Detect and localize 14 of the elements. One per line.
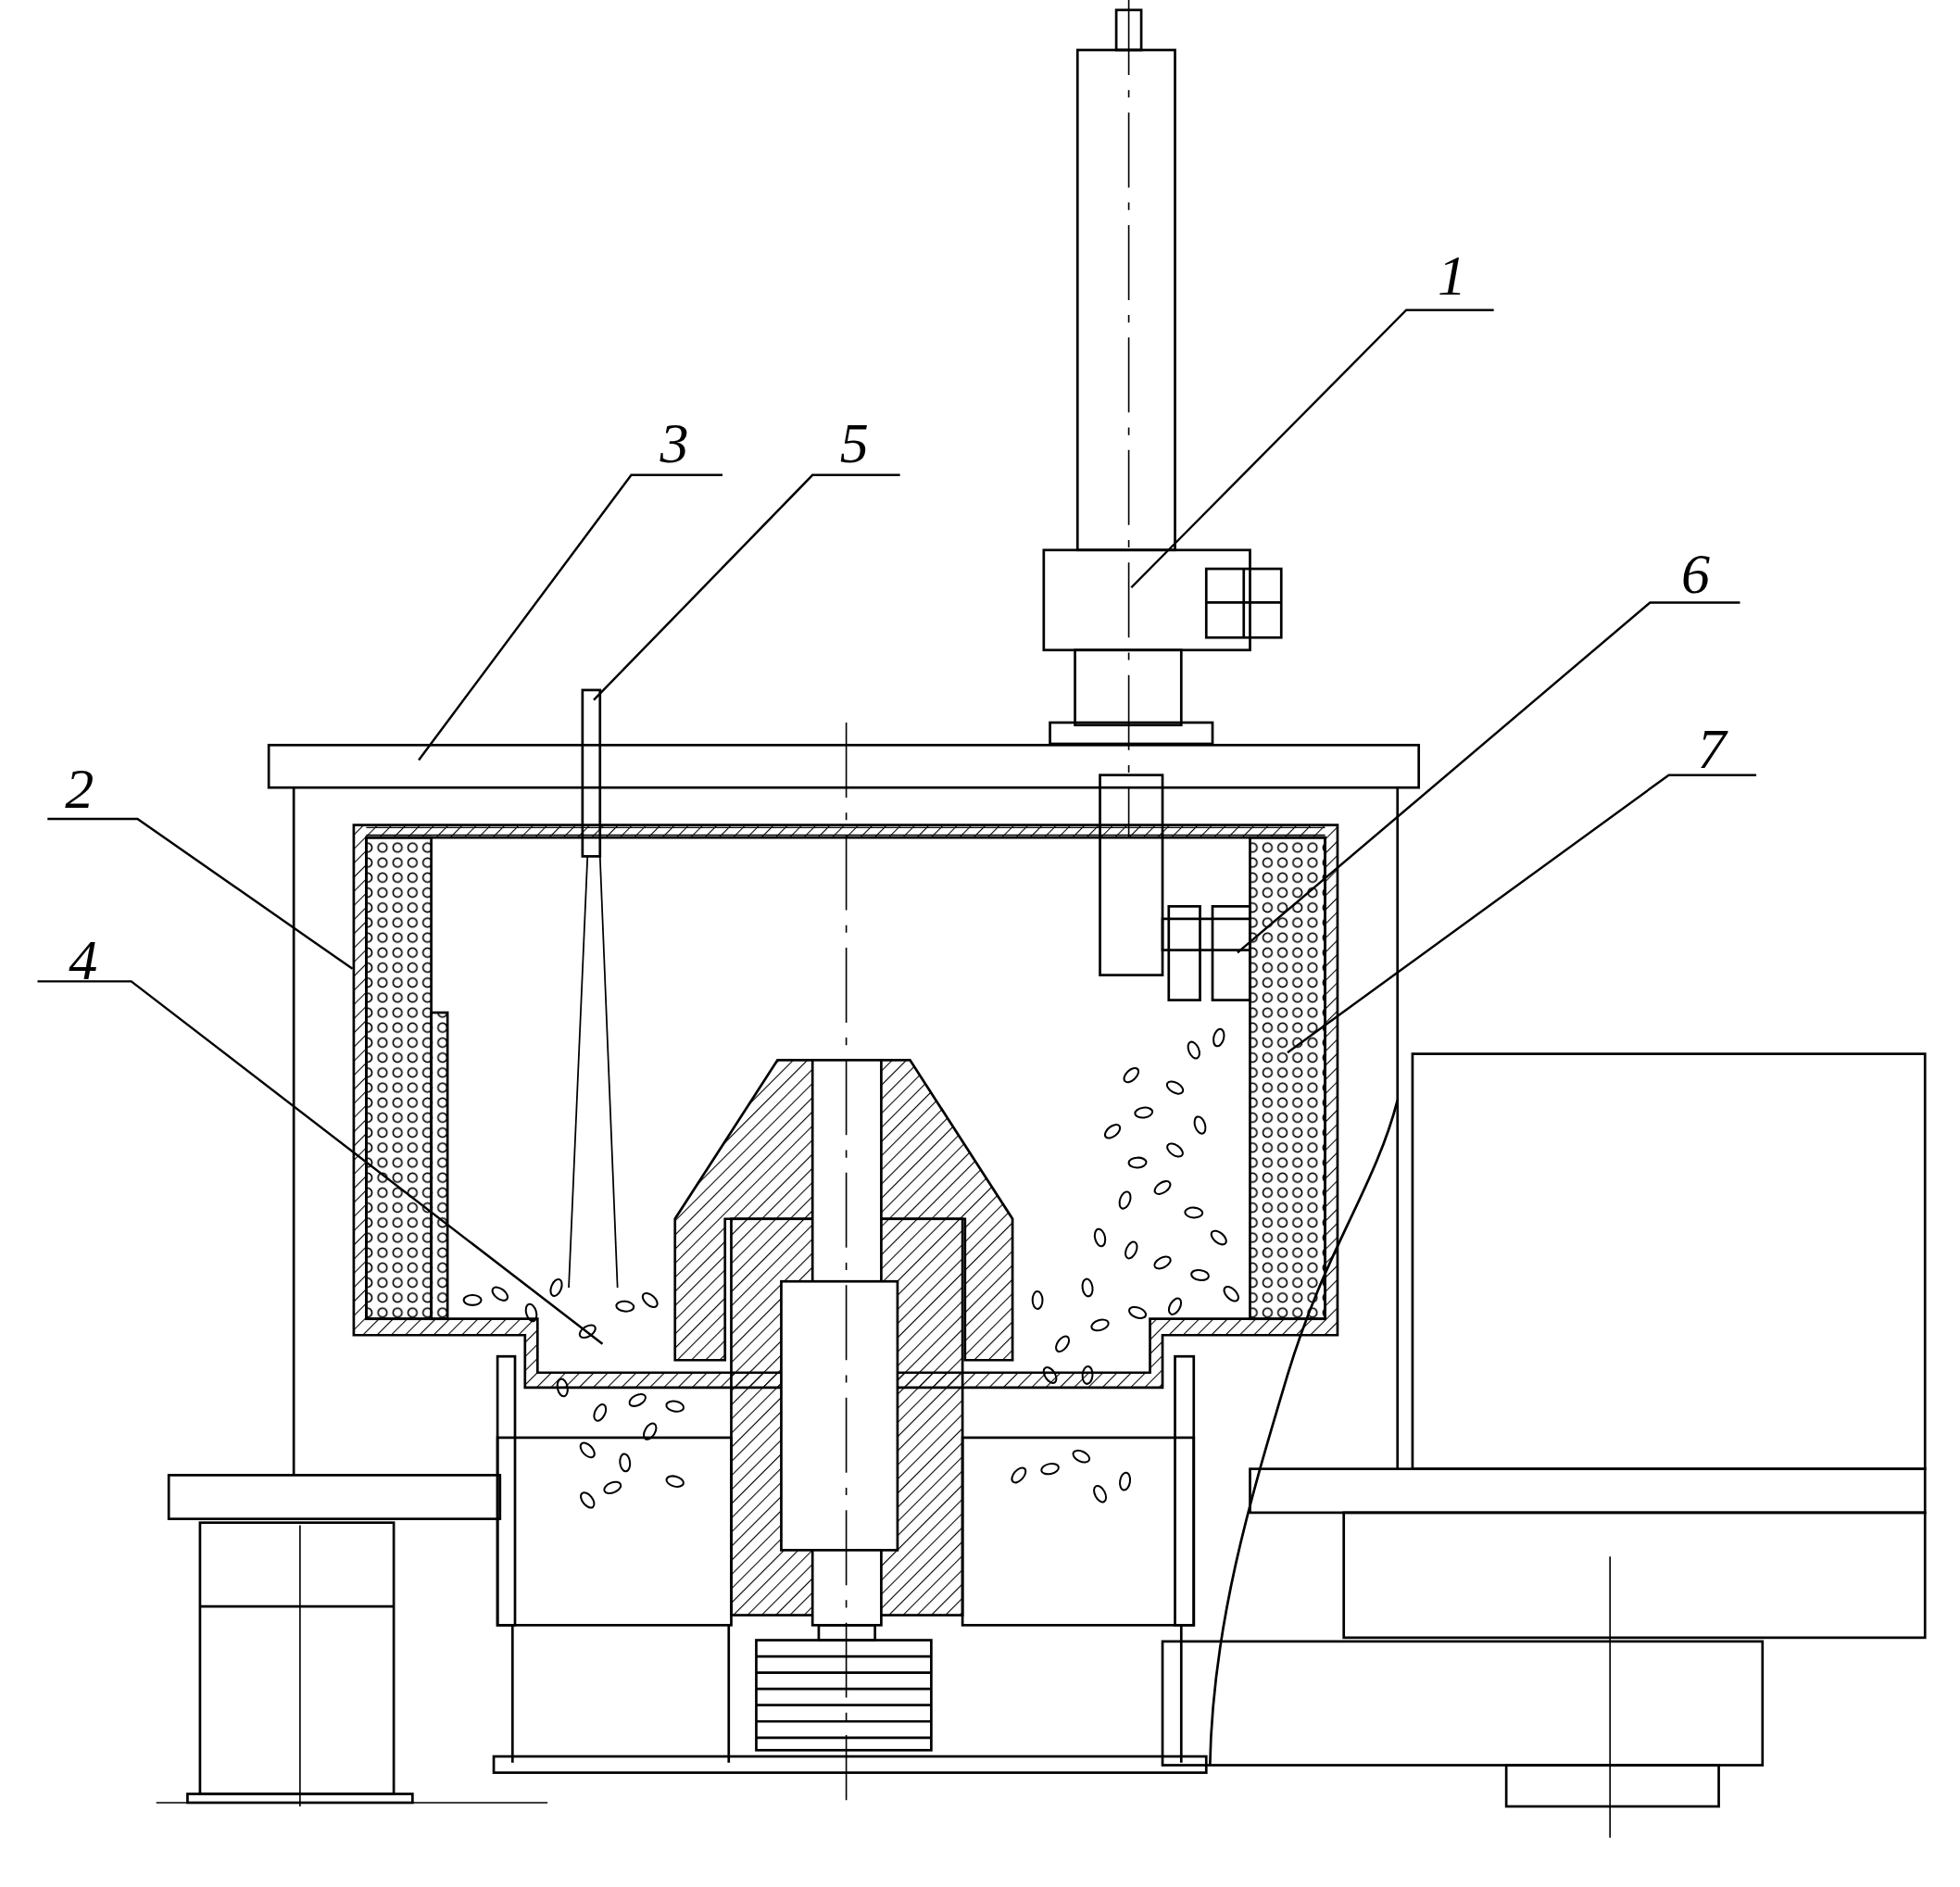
callout-number: 3 — [660, 415, 689, 473]
leader-line — [1130, 308, 1494, 589]
leader-line — [47, 817, 354, 970]
leader-line — [1237, 601, 1740, 954]
callout-number: 4 — [69, 931, 98, 989]
callout-number: 6 — [1681, 545, 1711, 603]
leader-line — [593, 473, 900, 701]
callout-number: 7 — [1697, 720, 1727, 778]
callout-number: 2 — [65, 760, 94, 818]
leader-line — [418, 473, 722, 761]
callout-number: 5 — [839, 415, 869, 473]
leader-line — [1287, 774, 1757, 1054]
leader-line — [37, 980, 604, 1345]
callout-number: 1 — [1437, 247, 1466, 306]
